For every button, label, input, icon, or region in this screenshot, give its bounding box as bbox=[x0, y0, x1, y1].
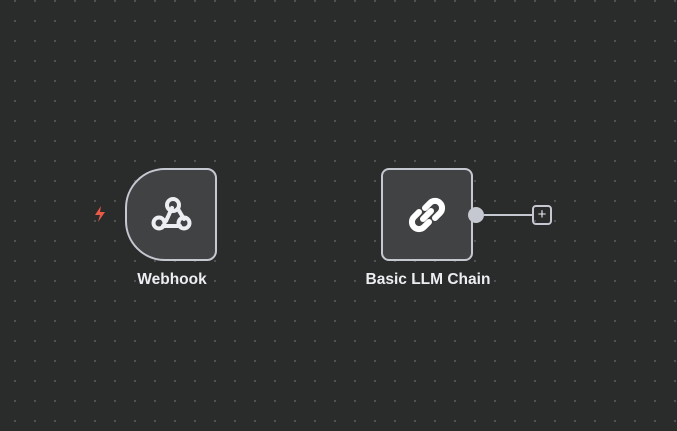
add-node-button[interactable]: + bbox=[532, 205, 552, 225]
webhook-node-label: Webhook bbox=[137, 271, 207, 288]
basic-llm-chain-node-label: Basic LLM Chain bbox=[365, 271, 491, 288]
basic-llm-chain-node[interactable] bbox=[381, 168, 473, 261]
webhook-icon bbox=[151, 196, 192, 230]
link-icon bbox=[408, 197, 446, 232]
webhook-node[interactable] bbox=[125, 168, 217, 261]
output-handle[interactable] bbox=[468, 207, 484, 223]
trigger-bolt-icon bbox=[95, 206, 105, 222]
output-connector-line bbox=[484, 214, 532, 216]
